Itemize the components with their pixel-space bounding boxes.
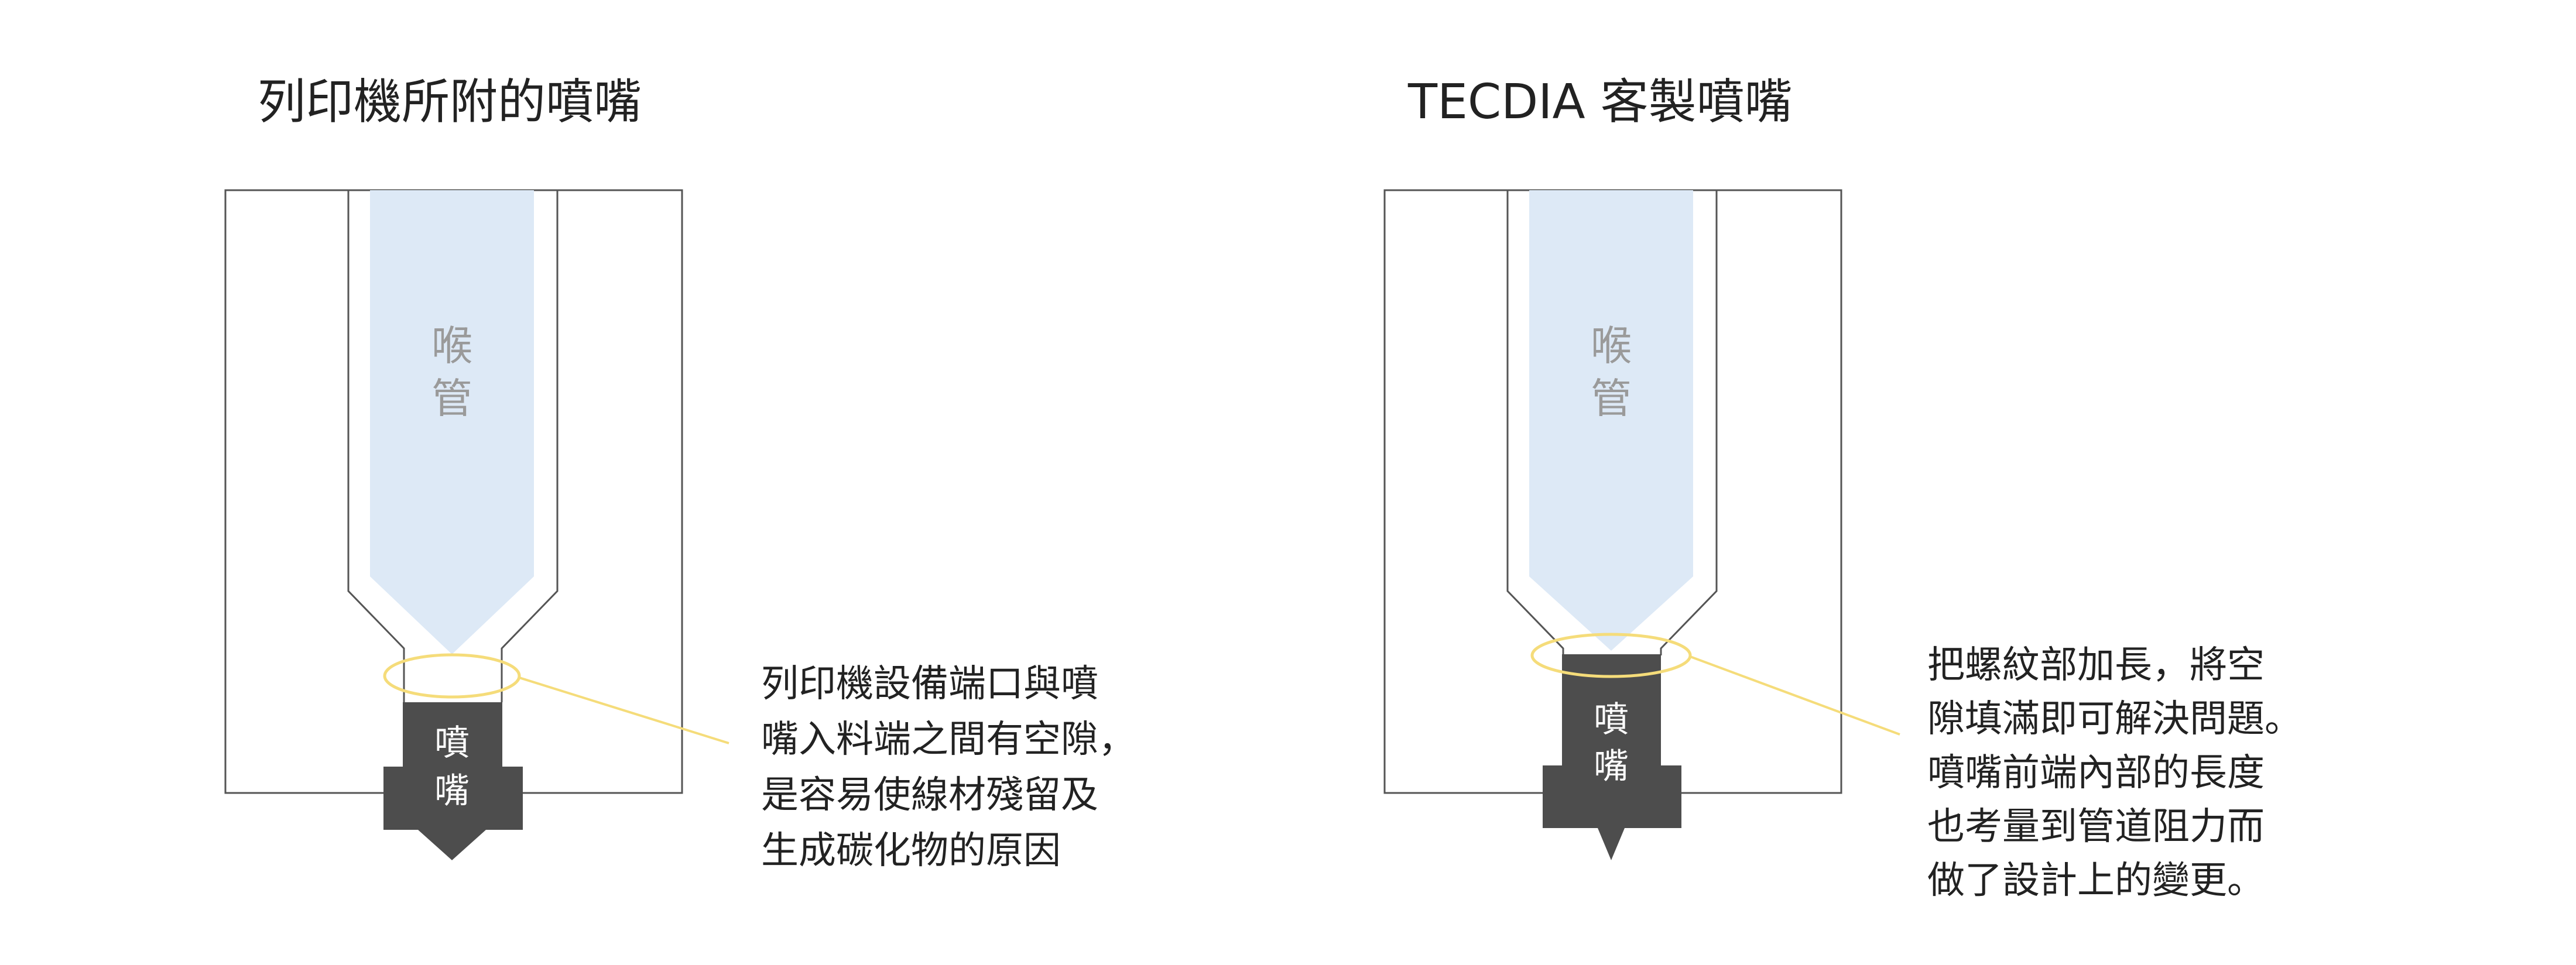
- left-note: 列印機設備端口與噴 嘴入料端之間有空隙， 是容易使線材殘留及 生成碳化物的原因: [761, 662, 1136, 873]
- left-callout-line: [519, 676, 729, 744]
- right-nozzle-label-2: 嘴: [1594, 746, 1629, 787]
- left-note-line-3: 是容易使線材殘留及: [761, 774, 1098, 817]
- right-callout-line: [1690, 655, 1900, 736]
- right-nozzle-body: [1543, 654, 1681, 860]
- right-throat-label-1: 喉: [1591, 322, 1632, 370]
- right-note: 把螺紋部加長，將空 隙填滿即可解決問題。 噴嘴前端內部的長度 也考量到管道阻力而…: [1927, 644, 2302, 902]
- left-throat-tube: [370, 190, 534, 654]
- left-note-line-1: 列印機設備端口與噴: [761, 662, 1098, 706]
- left-throat-label-2: 管: [431, 375, 472, 423]
- left-nozzle-label-1: 噴: [434, 723, 470, 764]
- right-gap-highlight: [1530, 633, 1692, 678]
- left-nozzle-label-2: 嘴: [434, 771, 470, 812]
- right-throat-label-2: 管: [1591, 375, 1632, 423]
- right-panel: TECDIA 客製噴嘴 喉 管 噴 嘴 把螺紋部加長，將空 隙填滿即可解決問題。…: [1383, 74, 2302, 902]
- right-throat-outline: [1506, 190, 1718, 655]
- right-throat-tube: [1529, 190, 1693, 651]
- left-throat-outline: [347, 190, 559, 702]
- left-title: 列印機所附的噴嘴: [258, 74, 642, 130]
- left-note-line-4: 生成碳化物的原因: [761, 829, 1061, 873]
- right-nozzle-label-1: 噴: [1594, 699, 1629, 740]
- right-note-line-4: 也考量到管道阻力而: [1927, 805, 2265, 849]
- left-nozzle-body: [383, 702, 523, 860]
- left-panel: 列印機所附的噴嘴 喉 管 噴 嘴 列印機設備端口與噴 嘴入料端之間有空隙， 是容…: [224, 74, 1136, 873]
- right-note-line-1: 把螺紋部加長，將空: [1927, 644, 2265, 687]
- right-note-line-2: 隙填滿即可解決問題。: [1927, 698, 2302, 741]
- right-title: TECDIA 客製噴嘴: [1407, 74, 1793, 130]
- right-note-line-5: 做了設計上的變更。: [1927, 859, 2265, 902]
- left-throat-label-1: 喉: [431, 322, 472, 370]
- right-note-line-3: 噴嘴前端內部的長度: [1927, 751, 2265, 795]
- left-note-line-2: 嘴入料端之間有空隙，: [761, 718, 1136, 761]
- left-gap-highlight: [383, 653, 521, 699]
